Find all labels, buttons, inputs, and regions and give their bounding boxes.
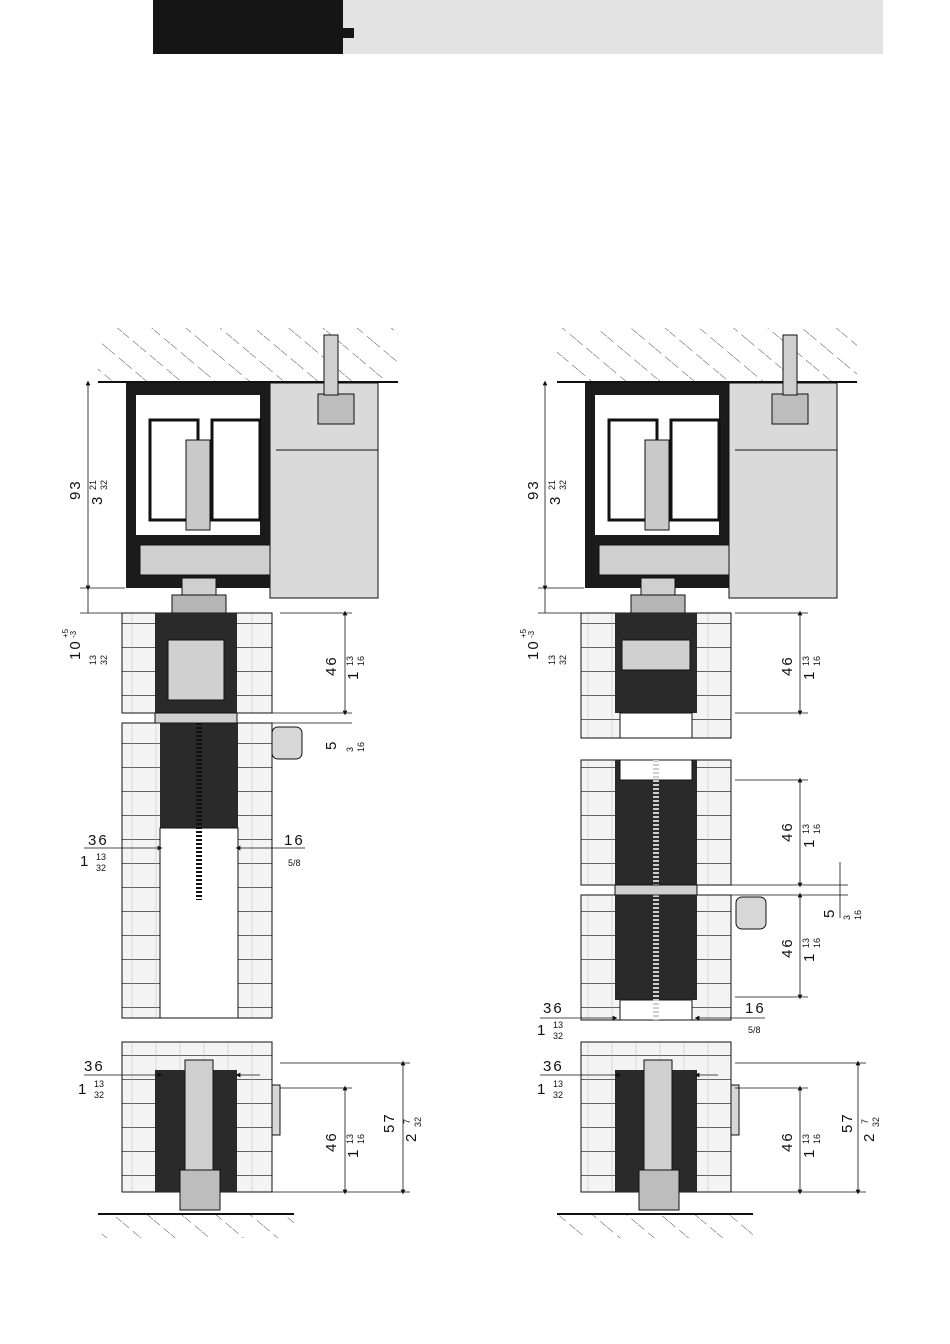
left-dim-right-mm: 16 bbox=[284, 832, 305, 849]
right-dim-bottom-panel-mm: 46 bbox=[779, 1131, 796, 1152]
right-dim-bottom-width-in-num: 13 bbox=[553, 1079, 563, 1089]
left-dim-height-in-whole: 3 bbox=[89, 495, 106, 505]
right-dim-top-panel-in-den: 16 bbox=[812, 656, 822, 666]
left-dim-right-in: 5/8 bbox=[288, 858, 301, 868]
right-dim-width-in-whole: 1 bbox=[537, 1022, 547, 1039]
right-ceiling bbox=[557, 328, 857, 382]
right-dim-top-panel-in-whole: 1 bbox=[801, 670, 818, 680]
right-dim-bottom-total-mm: 57 bbox=[839, 1112, 856, 1133]
right-dim-mid-upper-mm: 46 bbox=[779, 821, 796, 842]
right-dim-mid-lower-in-whole: 1 bbox=[801, 952, 818, 962]
right-dim-mid-lower-in-num: 13 bbox=[801, 938, 811, 948]
right-upper-door bbox=[581, 613, 731, 738]
left-dim-bottom-panel-in-num: 13 bbox=[345, 1134, 355, 1144]
right-dim-width-in-den: 32 bbox=[553, 1031, 563, 1041]
right-dim-gap-in-den: 32 bbox=[558, 655, 568, 665]
right-dim-mid-lower-in-den: 16 bbox=[812, 938, 822, 948]
right-dim-mid-upper-in-den: 16 bbox=[812, 824, 822, 834]
left-dim-height-in-den: 32 bbox=[99, 480, 109, 490]
right-dim-gap-tol-minus: -3 bbox=[527, 630, 536, 638]
left-dim-bottom-total-mm: 57 bbox=[381, 1112, 398, 1133]
right-dim-top-panel-in-num: 13 bbox=[801, 656, 811, 666]
left-dim-bottom-width-mm: 36 bbox=[84, 1058, 105, 1075]
left-dim-offset-in-den: 16 bbox=[356, 742, 366, 752]
right-dim-bottom-panel-in-whole: 1 bbox=[801, 1148, 818, 1158]
right-dim-height-mm: 93 bbox=[525, 479, 542, 500]
left-dim-bottom-total-in-den: 32 bbox=[413, 1117, 423, 1127]
right-dim-bottom-total-in-den: 32 bbox=[871, 1117, 881, 1127]
left-dim-width-in-whole: 1 bbox=[80, 853, 90, 870]
right-floor bbox=[557, 1214, 753, 1238]
left-dim-bottom-panel-mm: 46 bbox=[323, 1131, 340, 1152]
left-dim-gap-in-num: 13 bbox=[88, 655, 98, 665]
right-drawing: 93 3 21 32 10 +5 -3 13 32 46 1 13 16 46 … bbox=[519, 328, 881, 1238]
left-lower-door bbox=[122, 723, 302, 1018]
left-floor bbox=[98, 1214, 294, 1238]
left-dim-width-in-num: 13 bbox=[96, 852, 106, 862]
right-dim-bottom-total-in-num: 7 bbox=[860, 1119, 870, 1124]
left-ceiling bbox=[98, 328, 398, 382]
right-dim-offset-mm: 5 bbox=[821, 908, 838, 918]
left-dim-gap-in-den: 32 bbox=[99, 655, 109, 665]
left-dim-gap-mm: 10 bbox=[67, 639, 84, 660]
left-dim-bottom-panel-in-den: 16 bbox=[356, 1134, 366, 1144]
right-dim-top-panel-mm: 46 bbox=[779, 655, 796, 676]
right-dim-bottom-width-in-den: 32 bbox=[553, 1090, 563, 1100]
right-dim-mid-upper-in-whole: 1 bbox=[801, 838, 818, 848]
left-dim-offset-in-num: 3 bbox=[345, 747, 355, 752]
left-dim-top-panel-in-num: 13 bbox=[345, 656, 355, 666]
right-dim-gap-mm: 10 bbox=[525, 639, 542, 660]
right-dim-height-in-num: 21 bbox=[547, 480, 557, 490]
left-bottom-guide bbox=[122, 1042, 280, 1210]
right-dim-mid-upper-in-num: 13 bbox=[801, 824, 811, 834]
right-middle-door-upper bbox=[581, 760, 731, 885]
right-dim-bottom-width-in-whole: 1 bbox=[537, 1081, 547, 1098]
right-middle-door-lower bbox=[581, 895, 766, 1020]
left-dim-top-panel-in-whole: 1 bbox=[345, 670, 362, 680]
right-dim-offset-in-den: 16 bbox=[853, 910, 863, 920]
right-dim-right-mm: 16 bbox=[745, 1000, 766, 1017]
right-dim-bottom-panel-in-num: 13 bbox=[801, 1134, 811, 1144]
right-dim-right-in: 5/8 bbox=[748, 1025, 761, 1035]
right-dim-width-in-num: 13 bbox=[553, 1020, 563, 1030]
right-dim-bottom-panel-in-den: 16 bbox=[812, 1134, 822, 1144]
right-dim-height-in-whole: 3 bbox=[547, 495, 564, 505]
left-upper-door bbox=[122, 613, 272, 713]
left-dim-height-in-num: 21 bbox=[88, 480, 98, 490]
left-dim-top-panel-mm: 46 bbox=[323, 655, 340, 676]
right-dim-bottom-total-in-whole: 2 bbox=[861, 1132, 878, 1142]
left-dim-bottom-width-in-den: 32 bbox=[94, 1090, 104, 1100]
left-dim-bottom-width-in-whole: 1 bbox=[78, 1081, 88, 1098]
left-dim-height-mm: 93 bbox=[67, 479, 84, 500]
right-dim-width-mm: 36 bbox=[543, 1000, 564, 1017]
left-dim-bottom-total-in-whole: 2 bbox=[403, 1132, 420, 1142]
left-dim-top-panel-in-den: 16 bbox=[356, 656, 366, 666]
left-drawing: 93 3 21 32 10 +5 -3 13 32 46 1 13 16 5 3… bbox=[61, 328, 423, 1238]
left-dim-width-in-den: 32 bbox=[96, 863, 106, 873]
right-dim-offset-in-num: 3 bbox=[842, 915, 852, 920]
left-dim-bottom-total-in-num: 7 bbox=[402, 1119, 412, 1124]
left-dim-width-mm: 36 bbox=[88, 832, 109, 849]
left-dim-gap-tol-minus: -3 bbox=[69, 630, 78, 638]
right-dim-gap-in-num: 13 bbox=[547, 655, 557, 665]
right-bottom-guide bbox=[581, 1042, 739, 1210]
left-dim-bottom-panel-in-whole: 1 bbox=[345, 1148, 362, 1158]
right-dim-mid-lower-mm: 46 bbox=[779, 937, 796, 958]
left-dim-bottom-width-in-num: 13 bbox=[94, 1079, 104, 1089]
right-dim-height-in-den: 32 bbox=[558, 480, 568, 490]
right-dim-bottom-width-mm: 36 bbox=[543, 1058, 564, 1075]
left-dim-offset-mm: 5 bbox=[323, 740, 340, 750]
